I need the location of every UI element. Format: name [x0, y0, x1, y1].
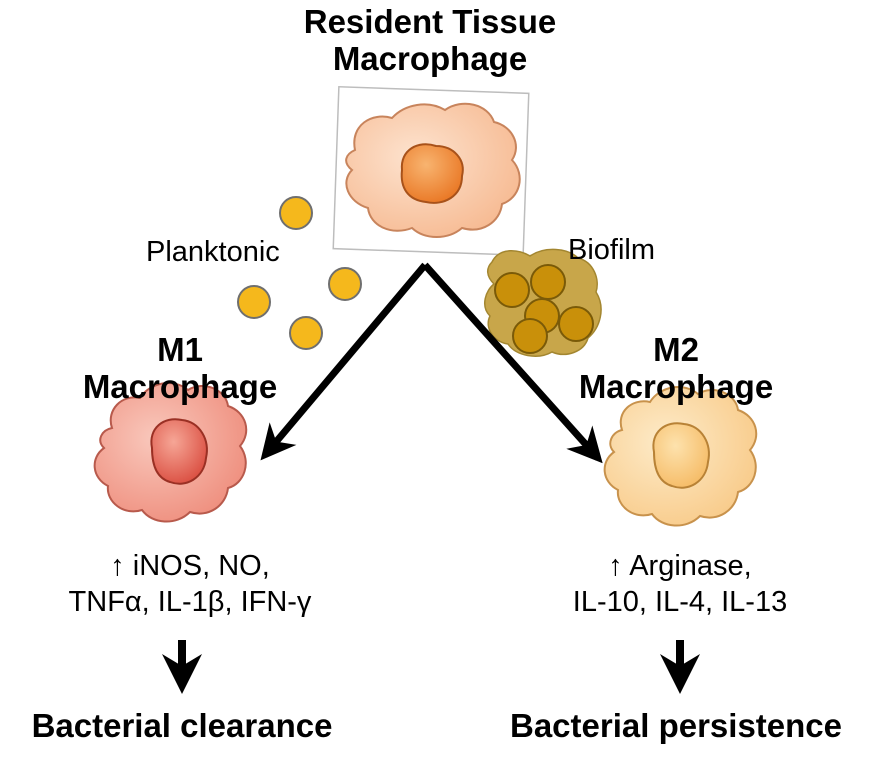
m2-macrophage-title: M2 Macrophage	[556, 331, 796, 406]
biofilm-bacterium	[558, 306, 594, 342]
m2-outcome: Bacterial persistence	[509, 707, 842, 744]
planktonic-bacterium	[289, 316, 323, 350]
biofilm-bacterium	[530, 264, 566, 300]
arrow-to-m2	[422, 262, 603, 464]
biofilm-label: Biofilm	[568, 234, 656, 266]
resident-macrophage-title: Resident Tissue Macrophage	[260, 3, 600, 78]
m2-markers-line2: IL-10, IL-4, IL-13	[572, 586, 788, 619]
m1-markers-line2: TNFα, IL-1β, IFN-γ	[68, 586, 312, 619]
m2-markers-line1: ↑ Arginase,	[608, 550, 752, 582]
planktonic-bacterium	[279, 196, 313, 230]
m1-outcome: Bacterial clearance	[31, 707, 333, 744]
m1-macrophage-nucleus	[150, 418, 208, 485]
biofilm-bacterium	[512, 318, 548, 354]
resident-title-line1: Resident Tissue	[303, 3, 557, 40]
m1-macrophage-title: M1 Macrophage	[60, 331, 300, 406]
m2-title-line1: M2	[653, 331, 699, 368]
planktonic-label: Planktonic	[146, 236, 280, 268]
m2-markers: ↑ Arginase, IL-10, IL-4, IL-13	[510, 548, 850, 621]
m1-title-line1: M1	[157, 331, 203, 368]
m2-title-line2: Macrophage	[578, 367, 774, 405]
resident-macrophage-nucleus	[400, 143, 464, 204]
biofilm-bacterium	[494, 272, 530, 308]
m1-markers: ↑ iNOS, NO, TNFα, IL-1β, IFN-γ	[20, 548, 360, 621]
arrow-to-m1	[260, 262, 428, 461]
m2-macrophage-nucleus	[652, 422, 710, 489]
resident-title-line2: Macrophage	[332, 39, 528, 77]
m1-title-line2: Macrophage	[82, 367, 278, 405]
m1-markers-line1: ↑ iNOS, NO,	[110, 550, 270, 582]
planktonic-bacterium	[237, 285, 271, 319]
planktonic-bacterium	[328, 267, 362, 301]
